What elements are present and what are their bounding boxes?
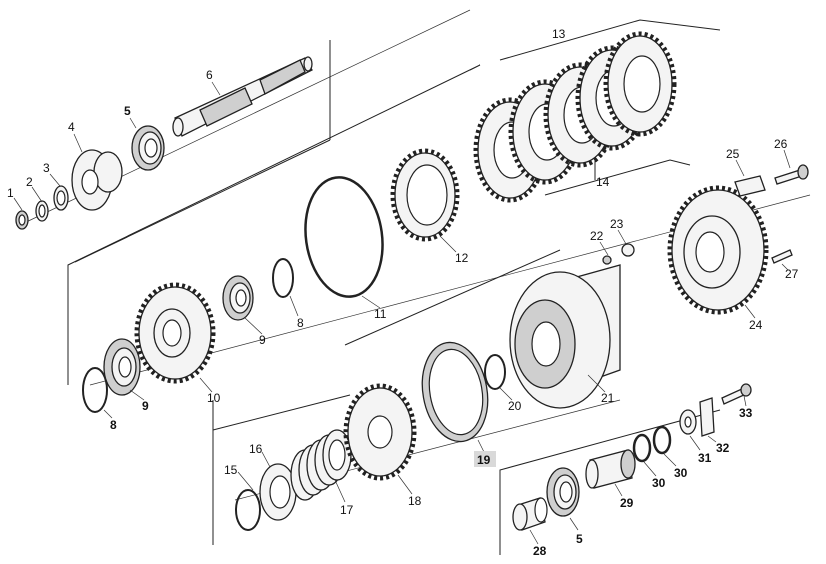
label-30-a: 30 (652, 476, 666, 490)
part-5-bearing-lower (546, 467, 580, 517)
part-3-ring (53, 185, 69, 211)
part-18-gear (343, 383, 417, 481)
part-24-large-gear (667, 185, 769, 315)
label-5-lower: 5 (576, 532, 583, 546)
label-29: 29 (620, 496, 634, 510)
label-32: 32 (716, 441, 730, 455)
part-8-circlip-lower (82, 367, 108, 413)
part-23-plug (621, 243, 635, 257)
part-30-ring-a (632, 433, 652, 463)
label-17: 17 (340, 503, 354, 517)
label-3: 3 (43, 161, 50, 175)
part-22-ball (602, 255, 612, 265)
part-5-bearing-upper (131, 125, 165, 171)
part-19-seal-ring (421, 341, 489, 443)
label-16: 16 (249, 442, 263, 456)
label-8-lower: 8 (110, 418, 117, 432)
label-21: 21 (601, 391, 615, 405)
label-18: 18 (408, 494, 422, 508)
part-20-o-ring (484, 354, 506, 390)
part-9-bearing-lower (103, 338, 141, 396)
part-21-clutch-drum (509, 264, 621, 409)
label-25: 25 (726, 147, 740, 161)
part-2-washer (35, 200, 49, 222)
part-12-gear-ring (390, 148, 460, 242)
part-15-ring (235, 489, 261, 531)
label-33: 33 (739, 406, 753, 420)
bracket-mid (344, 249, 561, 346)
part-13-14-clutch-pack (473, 31, 677, 203)
label-12: 12 (455, 251, 469, 265)
part-8-circlip-upper (272, 258, 294, 298)
label-19-highlight (474, 451, 496, 467)
part-28-sleeve (512, 497, 548, 531)
bracket-lower-right (499, 409, 721, 555)
label-13: 13 (552, 27, 566, 41)
part-25-clip (734, 175, 766, 197)
bracket-top-line (74, 139, 331, 263)
part-29-shaft (585, 449, 636, 489)
label-27: 27 (785, 267, 799, 281)
label-30-b: 30 (674, 466, 688, 480)
label-9-upper: 9 (259, 333, 266, 347)
label-2: 2 (26, 175, 33, 189)
part-26-bolt (774, 164, 809, 185)
clutch-box-bottom (544, 159, 691, 196)
label-19: 19 (477, 453, 491, 467)
bracket-lower-top (212, 394, 351, 431)
label-20: 20 (508, 399, 522, 413)
part-31-washer (679, 409, 697, 435)
label-8-upper: 8 (297, 316, 304, 330)
part-17-spring (290, 429, 352, 501)
label-28: 28 (533, 544, 547, 558)
part-33-bolt (721, 383, 752, 405)
part-10-gear (134, 282, 216, 384)
part-4-flange (71, 149, 123, 211)
label-23: 23 (610, 217, 624, 231)
label-4: 4 (68, 120, 75, 134)
group-bracket-left (67, 64, 481, 385)
label-6: 6 (206, 68, 213, 82)
label-5-upper: 5 (124, 104, 131, 118)
label-10: 10 (207, 391, 221, 405)
part-32-plate (699, 397, 715, 437)
label-31: 31 (698, 451, 712, 465)
part-1-nut (15, 210, 29, 230)
part-9-bearing-upper (222, 275, 254, 321)
label-11: 11 (374, 307, 387, 321)
label-24: 24 (749, 318, 763, 332)
label-1: 1 (7, 186, 14, 200)
label-22: 22 (590, 229, 604, 243)
label-15: 15 (224, 463, 238, 477)
label-9-lower: 9 (142, 399, 149, 413)
part-27-pin (771, 249, 793, 264)
part-11-snap-ring (304, 176, 384, 298)
label-14: 14 (596, 175, 610, 189)
part-30-ring-b (652, 425, 672, 455)
label-26: 26 (774, 137, 788, 151)
clutch-box-top (499, 19, 721, 61)
part-6-splined-shaft (172, 56, 313, 137)
leader-lines (13, 81, 791, 545)
